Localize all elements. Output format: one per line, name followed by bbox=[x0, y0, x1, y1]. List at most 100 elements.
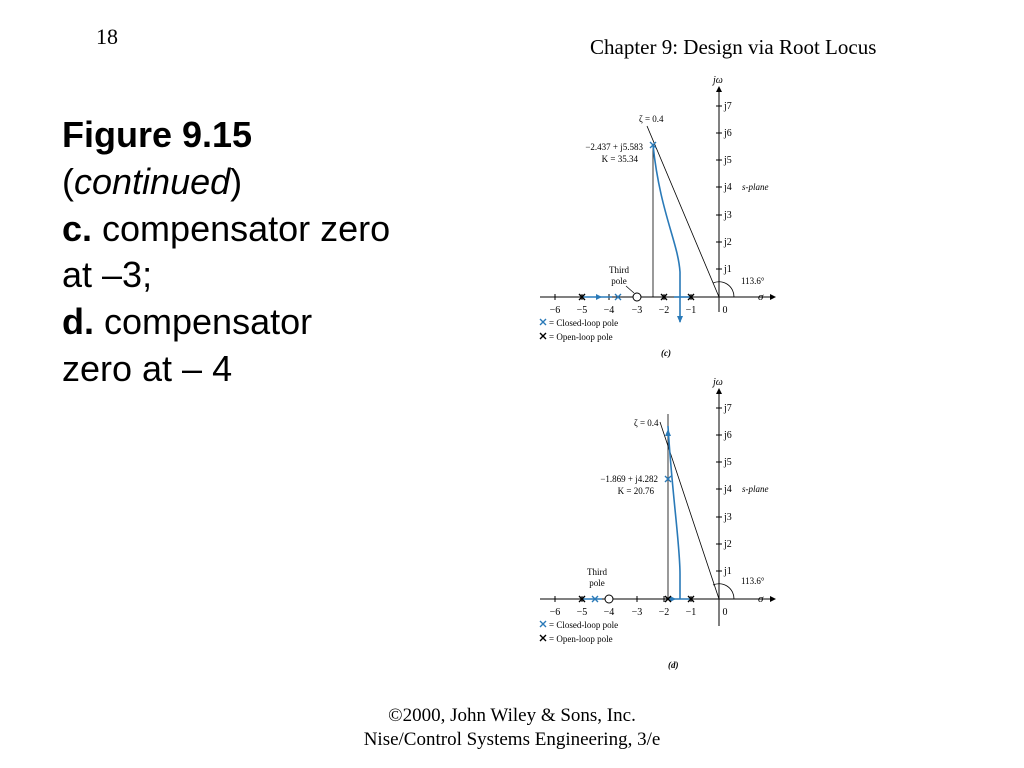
y-tick-labels: j7 j6 j5 j4 j3 j2 j1 bbox=[723, 101, 732, 275]
caption-item-c: c. compensator zero at –3; bbox=[62, 206, 392, 300]
y-tick-label: j5 bbox=[723, 155, 732, 166]
y-tick-label: j2 bbox=[723, 237, 732, 248]
y-tick-label: j6 bbox=[723, 128, 732, 139]
angle-arc bbox=[712, 281, 735, 298]
y-tick-label: j1 bbox=[723, 566, 732, 577]
locus-arrow-icon bbox=[665, 429, 671, 436]
third-pole-label: Third bbox=[587, 567, 607, 577]
open-loop-pole-icons bbox=[578, 293, 695, 301]
x-tick-label: −2 bbox=[659, 305, 670, 316]
sigma-label: σ bbox=[758, 291, 764, 303]
sigma-arrow-icon bbox=[770, 294, 776, 300]
slide-number: 18 bbox=[96, 24, 118, 49]
operating-point-label: −1.869 + j4.282 bbox=[600, 474, 658, 484]
y-tick-label: j7 bbox=[723, 403, 732, 414]
locus-arrow-icon bbox=[596, 294, 602, 300]
x-tick-label: −3 bbox=[632, 607, 643, 618]
x-tick-label: −1 bbox=[686, 305, 697, 316]
sigma-arrow-icon bbox=[770, 596, 776, 602]
root-locus-branch bbox=[652, 144, 681, 322]
x-tick-label: −3 bbox=[632, 305, 643, 316]
root-locus-plot-c: jω σ j7 j6 j5 j4 j3 j2 j1 s-plane −6 −5 bbox=[539, 75, 776, 358]
root-locus-figure-c: jω σ j7 j6 j5 j4 j3 j2 j1 s-plane −6 −5 bbox=[530, 72, 790, 369]
jw-arrow-icon bbox=[716, 388, 722, 394]
legend-open-label: = Open-loop pole bbox=[549, 634, 613, 644]
operating-point-label: −2.437 + j5.583 bbox=[585, 142, 643, 152]
paren-close: ) bbox=[230, 160, 243, 202]
legend-closed-icon bbox=[539, 620, 547, 628]
copyright-line: ©2000, John Wiley & Sons, Inc. bbox=[388, 705, 636, 726]
zeta-line bbox=[646, 125, 720, 298]
continued-text: continued bbox=[74, 160, 231, 202]
y-tick-label: j4 bbox=[723, 484, 732, 495]
x-tick-label: −6 bbox=[550, 305, 561, 316]
x-tick-label: 0 bbox=[723, 607, 728, 618]
y-tick-label: j5 bbox=[723, 457, 732, 468]
x-tick-label: −4 bbox=[604, 607, 615, 618]
operating-gain-label: K = 20.76 bbox=[618, 486, 655, 496]
figure-label: Figure 9.15 bbox=[62, 114, 253, 155]
root-locus-branch bbox=[667, 425, 681, 599]
x-tick-labels: −6 −5 −4 −3 −2 −1 0 bbox=[550, 607, 728, 618]
operating-gain-label: K = 35.34 bbox=[602, 154, 639, 164]
panel-label: (c) bbox=[661, 348, 671, 358]
root-locus-figure-d: jω σ j7 j6 j5 j4 j3 j2 j1 s-plane −6 −5 … bbox=[530, 374, 790, 679]
x-tick-label: 0 bbox=[723, 305, 728, 316]
jw-label: jω bbox=[711, 377, 723, 388]
caption-item-d: d. compensator zero at – 4 bbox=[62, 299, 392, 393]
zeta-label: ζ = 0.4 bbox=[634, 418, 659, 428]
book-title-line: Nise/Control Systems Engineering, 3/e bbox=[363, 729, 661, 750]
x-tick-label: −2 bbox=[659, 607, 670, 618]
locus-arrow-icon bbox=[677, 316, 683, 323]
x-tick-label: −5 bbox=[577, 305, 588, 316]
x-tick-labels: −6 −5 −4 −3 −2 −1 0 bbox=[550, 305, 728, 316]
y-tick-marks bbox=[716, 407, 722, 572]
legend-open-icon bbox=[539, 634, 547, 642]
s-plane-label: s-plane bbox=[742, 484, 769, 494]
angle-arc bbox=[712, 583, 735, 600]
s-plane-label: s-plane bbox=[742, 182, 769, 192]
compensator-zero-icon bbox=[632, 292, 642, 302]
root-locus-plot-d: jω σ j7 j6 j5 j4 j3 j2 j1 s-plane −6 −5 … bbox=[539, 377, 776, 670]
figure-caption: Figure 9.15 (continued) c. compensator z… bbox=[62, 112, 392, 393]
third-pole-label: pole bbox=[589, 578, 605, 588]
footer: ©2000, John Wiley & Sons, Inc. Nise/Cont… bbox=[0, 704, 1024, 752]
legend-closed-icon bbox=[539, 318, 547, 326]
sigma-label: σ bbox=[758, 593, 764, 605]
x-tick-label: −6 bbox=[550, 607, 561, 618]
third-pole-label: pole bbox=[611, 276, 627, 286]
legend-open-icon bbox=[539, 332, 547, 340]
y-tick-label: j4 bbox=[723, 182, 732, 193]
chapter-title: Chapter 9: Design via Root Locus bbox=[590, 35, 877, 59]
y-tick-marks bbox=[716, 105, 722, 270]
item-d-text: compensator zero at – 4 bbox=[62, 301, 313, 389]
panel-label: (d) bbox=[668, 660, 679, 670]
compensator-zero-icon bbox=[604, 594, 614, 604]
closed-loop-pole-icons bbox=[614, 141, 657, 301]
y-tick-label: j1 bbox=[723, 264, 732, 275]
third-pole-pointer bbox=[625, 285, 635, 294]
y-tick-labels: j7 j6 j5 j4 j3 j2 j1 bbox=[723, 403, 732, 577]
angle-label: 113.6° bbox=[741, 276, 765, 286]
x-tick-label: −5 bbox=[577, 607, 588, 618]
angle-label: 113.6° bbox=[741, 576, 765, 586]
legend-open-label: = Open-loop pole bbox=[549, 332, 613, 342]
third-pole-label: Third bbox=[609, 265, 629, 275]
y-tick-label: j3 bbox=[723, 512, 732, 523]
paren-open: ( bbox=[62, 160, 74, 202]
open-loop-pole-icons bbox=[578, 595, 695, 603]
jw-label: jω bbox=[711, 75, 723, 86]
continued-line: (continued) bbox=[62, 159, 392, 206]
zeta-label: ζ = 0.4 bbox=[639, 114, 664, 124]
item-d-label: d. bbox=[62, 301, 94, 343]
x-tick-label: −1 bbox=[686, 607, 697, 618]
x-tick-label: −4 bbox=[604, 305, 615, 316]
closed-loop-pole-icons bbox=[591, 475, 672, 603]
locus-arrow-icon bbox=[670, 596, 676, 602]
y-tick-label: j6 bbox=[723, 430, 732, 441]
legend-closed-label: = Closed-loop pole bbox=[549, 318, 618, 328]
jw-arrow-icon bbox=[716, 86, 722, 92]
y-tick-label: j2 bbox=[723, 539, 732, 550]
item-c-text: compensator zero at –3; bbox=[62, 207, 391, 296]
y-tick-label: j7 bbox=[723, 101, 732, 112]
